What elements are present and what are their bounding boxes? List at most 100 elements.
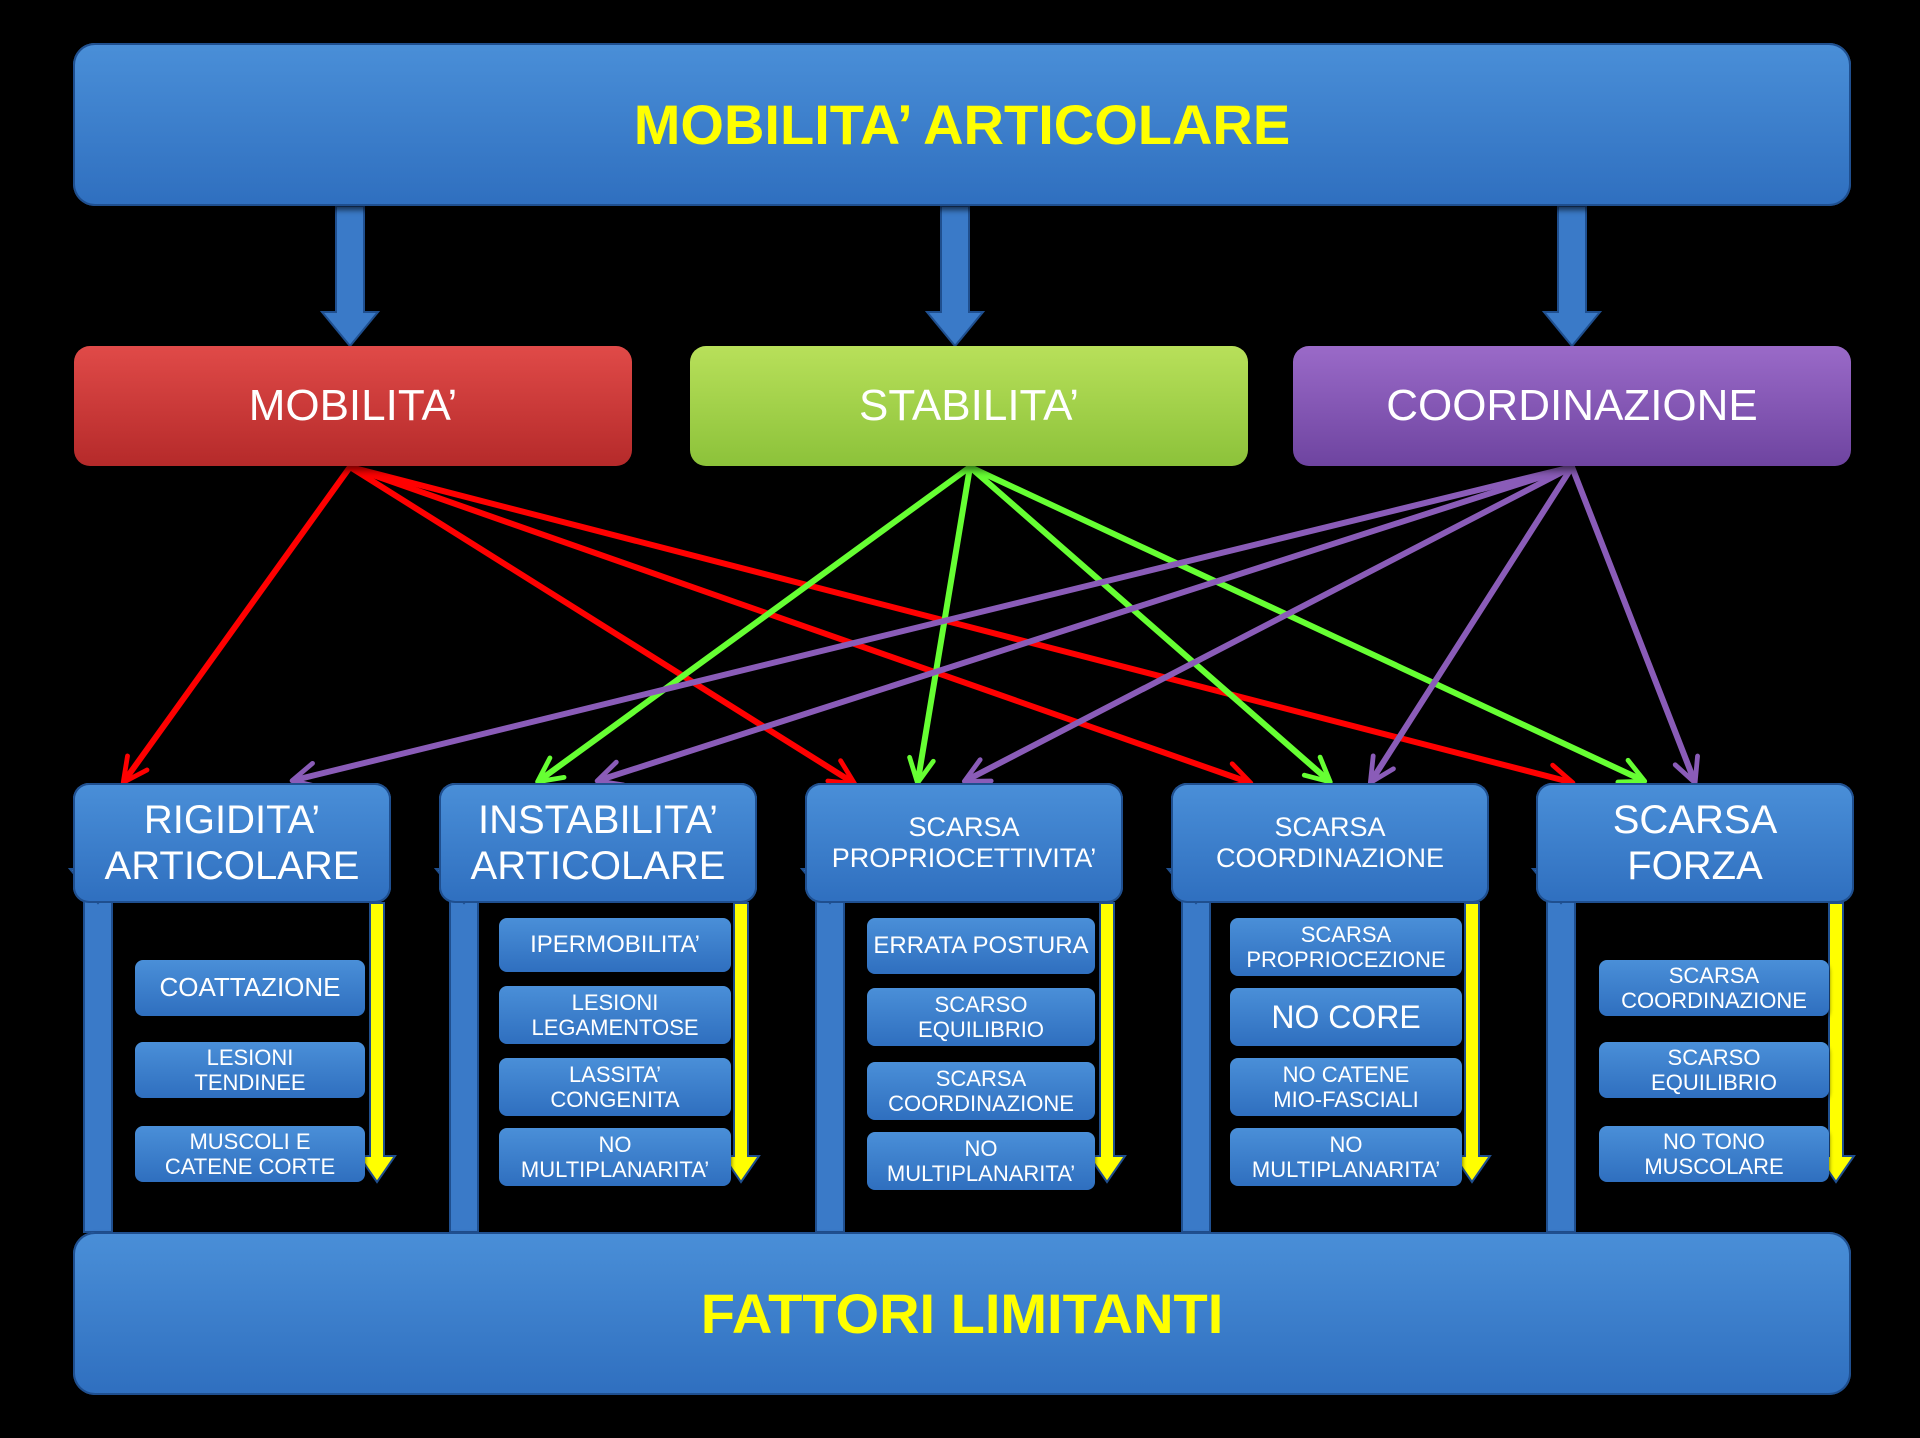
mobilita-link-arrow [347,464,857,786]
factor-item-line: MUSCOLARE [1644,1154,1784,1179]
header-box: MOBILITA’ ARTICOLARE [73,43,1851,206]
factor-item-line: SCARSA [1300,921,1392,947]
factor-item-line: SCARSO [1667,1044,1761,1070]
header-to-mobilita-arrow [319,205,381,348]
factor-item-line: SCARSA [1668,962,1760,988]
footer-to-category-arrow [799,868,861,1233]
component-label: MOBILITA’ [248,381,458,430]
factor-item-line: EQUILIBRIO [1651,1070,1777,1095]
category-label-line-2: COORDINAZIONE [1215,843,1444,873]
header-to-stabilita-arrow [924,205,986,348]
factor-item-line: NO [598,1131,632,1157]
category-label-line-1: SCARSA [908,811,1020,842]
category-down-arrow [721,902,761,1184]
factor-item-line: LASSITA’ [568,1061,662,1087]
factor-item-line: MULTIPLANARITA’ [886,1161,1076,1186]
factor-item-line: MIO-FASCIALI [1273,1087,1419,1112]
category-label-line-1: RIGIDITA’ [143,798,321,842]
factor-item-line: NO [1329,1131,1363,1157]
category-box: RIGIDITA’ARTICOLARE [73,783,391,903]
mobilita-link-arrow [347,464,1576,791]
category-label-line-2: ARTICOLARE [104,844,360,888]
factor-item-line: CATENE CORTE [164,1154,336,1179]
stabilita-link-arrow [967,464,1333,785]
component-stabilita: STABILITA’ [690,346,1248,466]
category-label-line-1: SCARSA [1274,811,1386,842]
coordinazione-link-arrow [1569,464,1700,786]
factor-item-line: EQUILIBRIO [918,1017,1044,1042]
factor-item-line: LESIONI [206,1044,294,1070]
category-down-arrow [357,902,397,1184]
footer-to-category-arrow [1530,868,1592,1233]
category-label-line-1: SCARSA [1612,798,1778,842]
factor-item-line: MUSCOLI E [189,1128,311,1154]
factor-item-line: COORDINAZIONE [1621,988,1807,1013]
category-label-line-2: PROPRIOCETTIVITA’ [831,843,1097,873]
factor-item-line: COATTAZIONE [159,972,341,1003]
factor-item-line: MULTIPLANARITA’ [1251,1157,1441,1182]
coordinazione-link-arrow [961,464,1575,784]
factor-item-line: PROPRIOCEZIONE [1246,947,1446,972]
factor-item: NO CORE [1230,988,1462,1046]
factor-item: ERRATA POSTURA [867,918,1095,974]
category-label-line-2: FORZA [1627,844,1763,888]
factor-item-line: LEGAMENTOSE [531,1015,699,1040]
factor-item-line: COORDINAZIONE [888,1091,1074,1116]
category-down-arrow [1087,902,1127,1184]
factor-item-line: NO TONO [1663,1128,1765,1154]
header-to-coordinazione-arrow [1541,205,1603,348]
factor-item-line: LESIONI [571,989,659,1015]
factor-item: LASSITA’CONGENITA [499,1058,731,1116]
category-box: INSTABILITA’ARTICOLARE [439,783,757,903]
factor-item-line: SCARSA [935,1065,1027,1091]
coordinazione-link-arrow [289,464,1575,790]
footer-box: FATTORI LIMITANTI [73,1232,1851,1395]
footer-to-category-arrow [433,868,495,1233]
footer-title: FATTORI LIMITANTI [700,1282,1224,1345]
footer-to-category-arrow [1165,868,1227,1233]
factor-item-line: MULTIPLANARITA’ [520,1157,710,1182]
component-label: COORDINAZIONE [1386,381,1758,430]
component-mobilita: MOBILITA’ [74,346,632,466]
factor-item-line: ERRATA POSTURA [873,932,1089,960]
stabilita-link-arrow [967,464,1648,785]
category-label-line-1: INSTABILITA’ [477,798,719,842]
coordinazione-link-arrow [1367,464,1575,785]
category-label-line-2: ARTICOLARE [470,844,726,888]
factor-item-line: IPERMOBILITA’ [530,931,700,959]
stabilita-link-arrow [535,464,973,785]
factor-item: COATTAZIONE [135,960,365,1016]
category-down-arrow [1452,902,1492,1184]
factor-item-line: TENDINEE [194,1070,306,1095]
factor-item-line: NO [964,1135,998,1161]
coordinazione-link-arrow [594,464,1575,788]
factor-item-line: CONGENITA [550,1087,680,1112]
component-label: STABILITA’ [858,381,1080,430]
mobilita-link-arrow [347,464,1254,789]
factor-item: IPERMOBILITA’ [499,918,731,972]
mobilita-link-arrow [120,464,353,785]
header-title: MOBILITA’ ARTICOLARE [633,93,1291,156]
factor-item-line: NO CATENE [1282,1061,1410,1087]
factor-item-line: SCARSO [934,991,1028,1017]
component-coordinazione: COORDINAZIONE [1293,346,1851,466]
factor-item-line: NO CORE [1271,998,1421,1035]
footer-to-category-arrow [67,868,129,1233]
